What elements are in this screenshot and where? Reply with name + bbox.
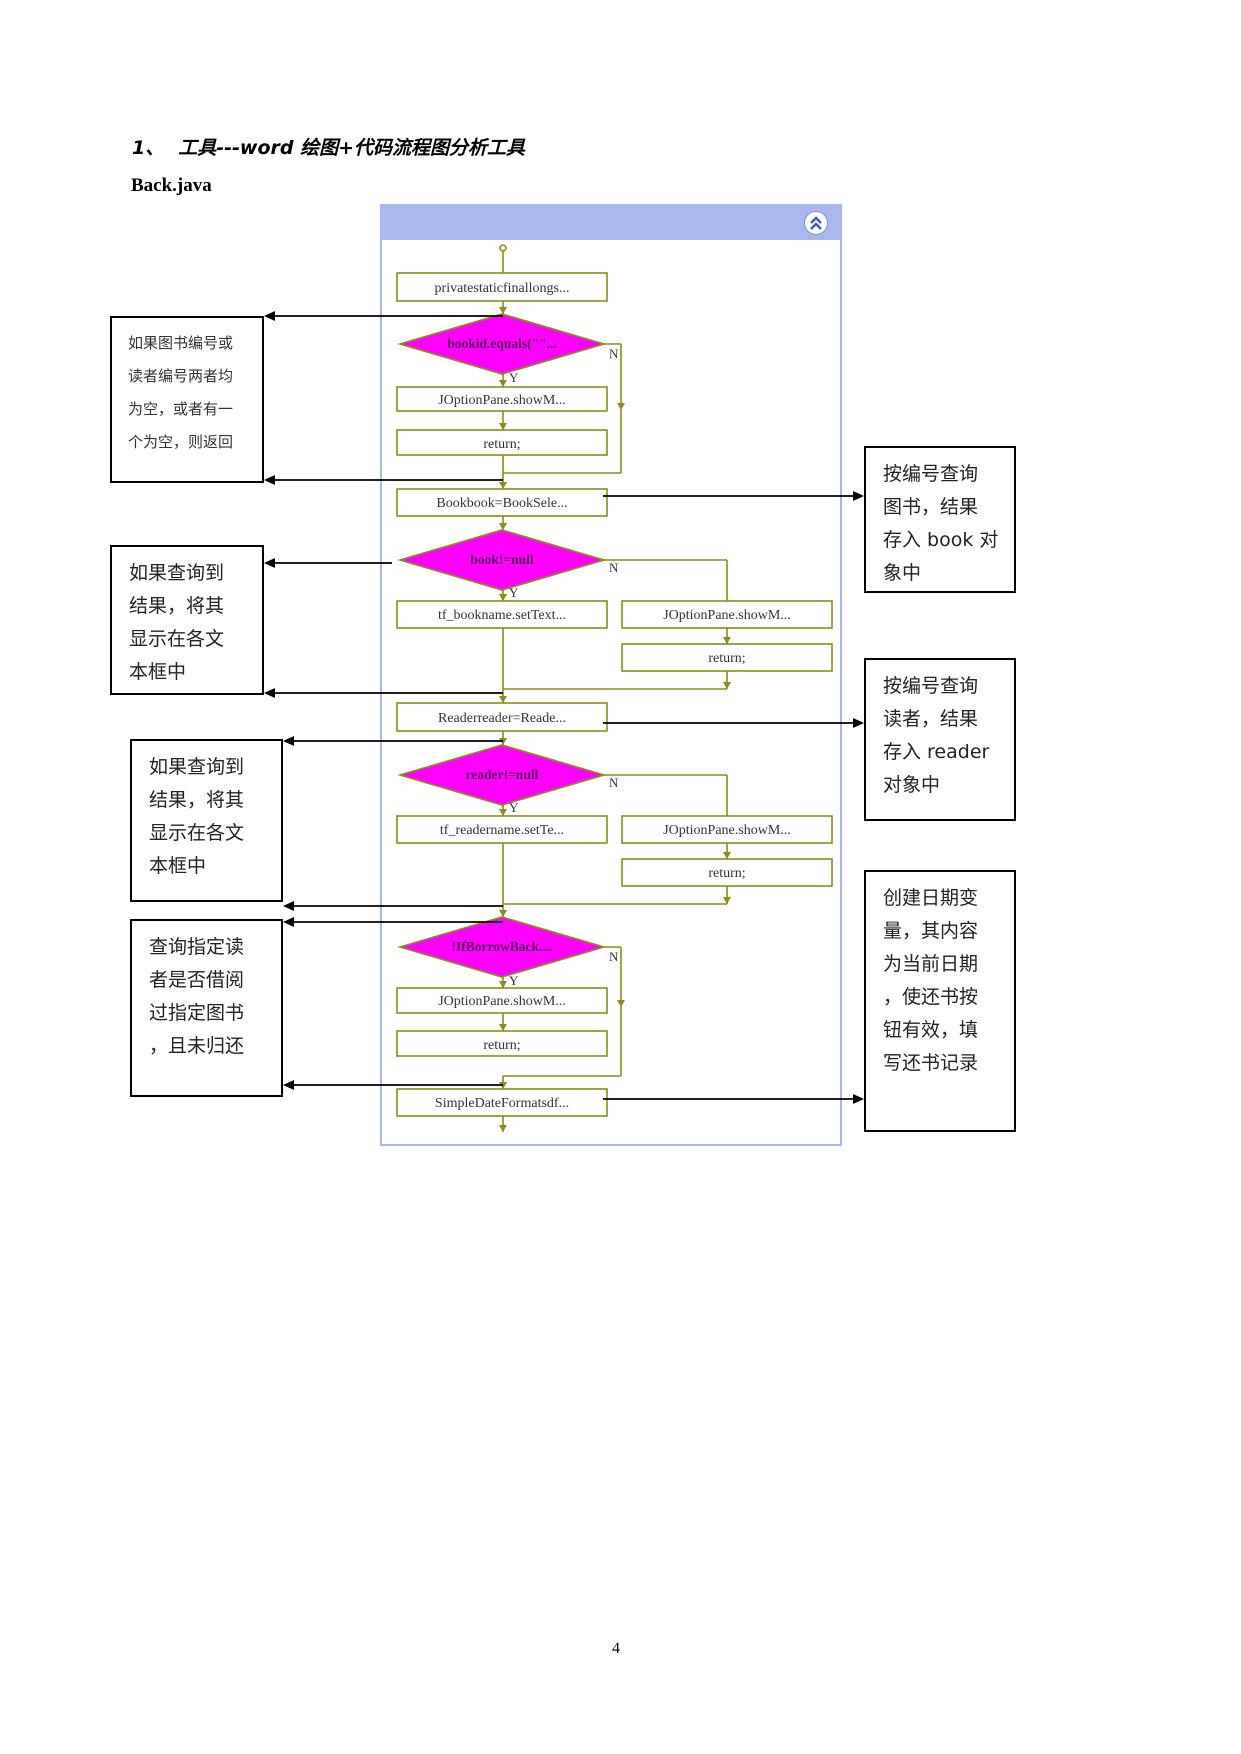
- no-label: N: [609, 775, 619, 790]
- panel-header: [382, 206, 840, 240]
- flow-decision-bookid-empty: bookid.equals(""... Y N: [397, 313, 619, 385]
- flow-node-return-1: return;: [396, 429, 608, 456]
- file-name: Back.java: [131, 175, 212, 196]
- annotation-query-reader: 按编号查询 读者，结果 存入 reader 对象中: [864, 658, 1016, 821]
- flow-node-tf-bookname: tf_bookname.setText...: [396, 600, 608, 629]
- node-label: SimpleDateFormatsdf...: [435, 1096, 569, 1111]
- flow-node-tf-readername: tf_readername.setTe...: [396, 815, 608, 844]
- collapse-button[interactable]: [804, 211, 828, 235]
- node-label: JOptionPane.showM...: [438, 994, 566, 1009]
- flow-arrowheads: [499, 307, 731, 1132]
- section-title: 工具---word 绘图+代码流程图分析工具: [178, 137, 526, 159]
- chevron-double-up-icon: [810, 216, 822, 230]
- no-label: N: [609, 560, 619, 575]
- node-label: tf_readername.setTe...: [440, 823, 564, 838]
- flow-node-joptionpane-4: JOptionPane.showM...: [396, 987, 608, 1014]
- section-number: 1、: [132, 137, 165, 159]
- node-label: return;: [483, 1038, 520, 1053]
- node-label: JOptionPane.showM...: [663, 608, 791, 623]
- no-label: N: [609, 346, 619, 361]
- decision-label: reader!=null: [466, 767, 539, 782]
- annotation-book-display: 如果查询到 结果，将其 显示在各文 本框中: [110, 545, 264, 695]
- flow-node-simpledateformat: SimpleDateFormatsdf...: [396, 1088, 608, 1117]
- decision-label: book!=null: [470, 552, 533, 567]
- flow-node-privatestaticfinallong: privatestaticfinallongs...: [396, 272, 608, 302]
- annotation-create-date: 创建日期变 量，其内容 为当前日期 ，使还书按 钮有效，填 写还书记录: [864, 870, 1016, 1132]
- annotation-query-book: 按编号查询 图书，结果 存入 book 对 象中: [864, 446, 1016, 593]
- yes-label: Y: [509, 370, 519, 385]
- flow-node-readerreader: Readerreader=Reade...: [396, 702, 608, 732]
- flow-node-bookbook: Bookbook=BookSele...: [396, 488, 608, 517]
- decision-label: bookid.equals(""...: [447, 336, 557, 351]
- annotation-arrowheads: [264, 311, 864, 1104]
- node-label: Bookbook=BookSele...: [436, 496, 567, 511]
- section-heading: 1、工具---word 绘图+代码流程图分析工具: [132, 133, 525, 160]
- flow-decision-reader-not-null: reader!=null Y N: [397, 744, 619, 815]
- flow-decision-ifborrowback: !IfBorrowBack.... Y N: [397, 916, 619, 988]
- flow-node-joptionpane-2: JOptionPane.showM...: [621, 600, 833, 629]
- flow-node-return-3: return;: [621, 858, 833, 887]
- page-number: 4: [612, 1640, 620, 1657]
- flow-node-return-2: return;: [621, 643, 833, 672]
- node-label: return;: [708, 651, 745, 666]
- yes-label: Y: [509, 800, 519, 815]
- flow-node-joptionpane-3: JOptionPane.showM...: [621, 815, 833, 844]
- node-label: return;: [708, 866, 745, 881]
- node-label: return;: [483, 437, 520, 452]
- node-label: privatestaticfinallongs...: [435, 281, 570, 296]
- yes-label: Y: [509, 973, 519, 988]
- no-label: N: [609, 949, 619, 964]
- yes-label: Y: [509, 585, 519, 600]
- annotation-reader-display: 如果查询到 结果，将其 显示在各文 本框中: [130, 739, 283, 902]
- flow-decision-book-not-null: book!=null Y N: [397, 529, 619, 600]
- node-label: JOptionPane.showM...: [663, 823, 791, 838]
- flow-node-joptionpane-1: JOptionPane.showM...: [396, 386, 608, 412]
- node-label: JOptionPane.showM...: [438, 393, 566, 408]
- flow-node-return-4: return;: [396, 1030, 608, 1057]
- node-label: tf_bookname.setText...: [438, 608, 566, 623]
- annotation-empty-check: 如果图书编号或 读者编号两者均 为空，或者有一 个为空，则返回: [110, 316, 264, 483]
- annotation-borrow-check: 查询指定读 者是否借阅 过指定图书 ，且未归还: [130, 919, 283, 1097]
- annotation-connectors: [272, 315, 853, 1100]
- decision-label: !IfBorrowBack....: [452, 939, 553, 954]
- node-label: Readerreader=Reade...: [438, 711, 566, 726]
